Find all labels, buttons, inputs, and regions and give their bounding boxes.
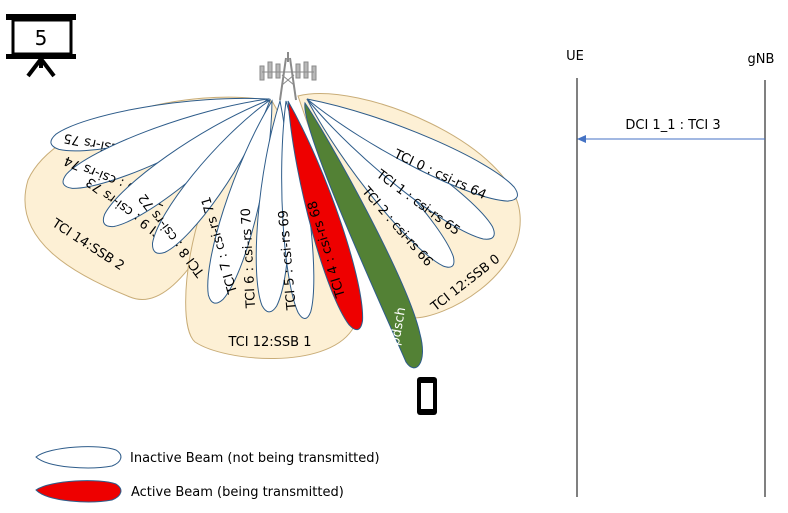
inactive-beam-shape bbox=[306, 98, 518, 202]
pdsch-beam bbox=[304, 101, 423, 369]
csi-beam-4 bbox=[152, 98, 272, 254]
inactive-beam-shape bbox=[152, 98, 272, 254]
projector-screen-icon: 5 bbox=[6, 14, 76, 78]
legend-inactive-swatch bbox=[35, 446, 122, 469]
phone-icon bbox=[417, 377, 437, 415]
slide-number: 5 bbox=[35, 26, 48, 50]
sequence-diagram: UE gNB DCI 1_1 : TCI 3 bbox=[566, 49, 774, 497]
ssb-1-label: TCI 12:SSB 1 bbox=[228, 335, 312, 350]
pdsch-label: pdsch bbox=[388, 306, 409, 347]
legend: Inactive Beam (not being transmitted) Ac… bbox=[35, 446, 380, 503]
gnb-label: gNB bbox=[748, 52, 775, 67]
pdsch-beam-group: pdsch bbox=[304, 101, 423, 369]
cell-tower-icon bbox=[259, 52, 317, 101]
csi-beam-label-6: TCI 6 : csi-rs 70 bbox=[239, 208, 259, 310]
legend-active-label: Active Beam (being transmitted) bbox=[131, 485, 344, 500]
dci-message-label: DCI 1_1 : TCI 3 bbox=[625, 118, 720, 133]
ue-label: UE bbox=[566, 49, 584, 64]
csi-beam-11 bbox=[306, 98, 518, 202]
legend-active-swatch bbox=[35, 480, 122, 503]
dci-message-arrowhead bbox=[577, 135, 586, 143]
legend-inactive-label: Inactive Beam (not being transmitted) bbox=[130, 451, 380, 466]
